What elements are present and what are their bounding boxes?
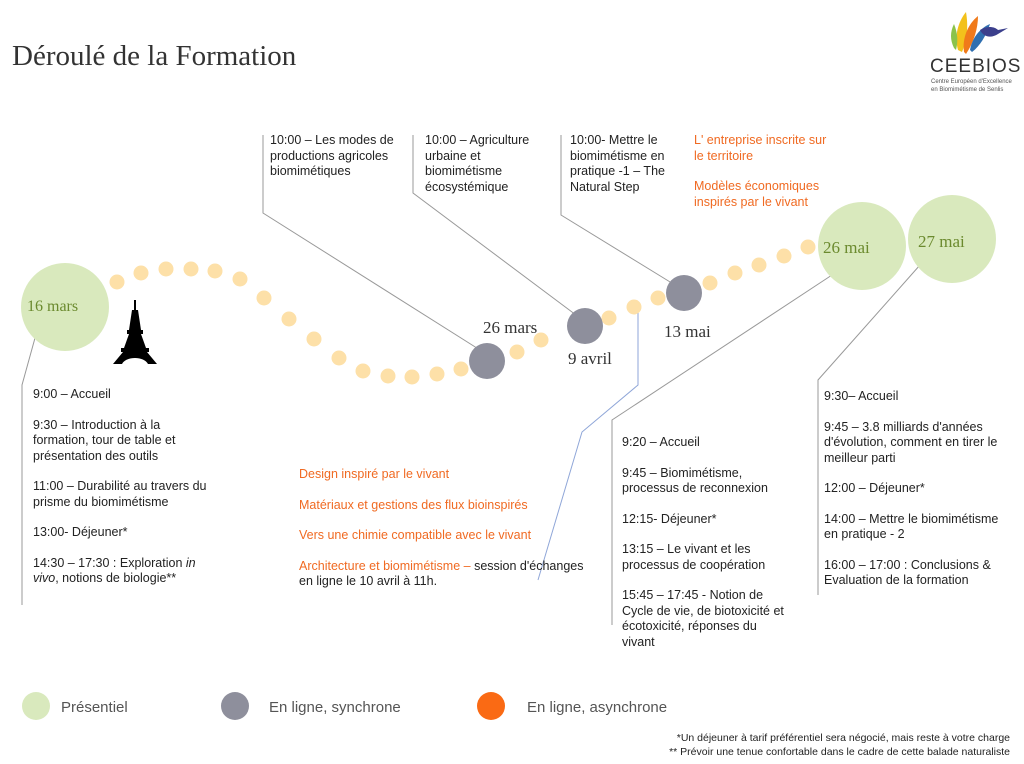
connector-async: [537, 310, 639, 581]
note-26mai-a: L' entreprise inscrite sur le territoire: [694, 133, 827, 163]
date-27mai: 27 mai: [918, 232, 965, 251]
legend-synchrone-swatch: [221, 692, 249, 720]
session-27mai-circle: [908, 195, 996, 283]
schedule-item: 15:45 – 17:45 - Notion de Cycle de vie, …: [622, 588, 784, 649]
eiffel-tower-icon: [113, 300, 157, 364]
date-26mars: 26 mars: [483, 318, 538, 337]
schedule-item: 13:00- Déjeuner*: [33, 525, 128, 539]
schedule-item: 9:00 – Accueil: [33, 387, 111, 401]
ceebios-logo: CEEBIOS Centre Européen d'Excellence en …: [926, 8, 1022, 98]
schedule-item: 14:30 – 17:30 : Exploration in vivo, not…: [33, 555, 196, 586]
note-13mai: 10:00- Mettre le biomimétisme en pratiqu…: [570, 133, 665, 194]
schedule-16mars: 9:00 – Accueil 9:30 – Introduction à la …: [33, 387, 218, 602]
legend-presentiel-label: Présentiel: [61, 699, 128, 716]
session-13mai-circle: [666, 275, 702, 311]
timeline-dots: [109, 239, 816, 385]
connector-26mars: [262, 135, 481, 351]
async-item: Vers une chimie compatible avec le vivan…: [299, 528, 532, 542]
date-26mai: 26 mai: [823, 238, 870, 257]
async-sessions: Design inspiré par le vivant Matériaux e…: [299, 467, 599, 605]
connector-9avril: [412, 135, 577, 316]
date-9avril: 9 avril: [568, 349, 612, 368]
schedule-26mai: 9:20 – Accueil 9:45 – Biomimétisme, proc…: [622, 435, 787, 665]
logo-subtitle-2: en Biomimétisme de Senlis: [931, 87, 1004, 93]
logo-name: CEEBIOS: [930, 56, 1022, 77]
schedule-item: 9:45 – Biomimétisme, processus de reconn…: [622, 465, 768, 496]
connector-13mai: [560, 135, 676, 286]
schedule-item: 9:30– Accueil: [824, 389, 899, 403]
schedule-item: 14:00 – Mettre le biomimétisme en pratiq…: [824, 511, 999, 542]
schedule-item: 13:15 – Le vivant et les processus de co…: [622, 542, 766, 572]
schedule-item: 12:15- Déjeuner*: [622, 511, 717, 526]
legend-asynchrone-swatch: [477, 692, 505, 720]
schedule-item: 9:20 – Accueil: [622, 435, 700, 449]
session-26mars-circle: [469, 343, 505, 379]
session-26mai-circle: [818, 202, 906, 290]
legend-synchrone-label: En ligne, synchrone: [269, 699, 401, 716]
note-9avril: 10:00 – Agriculture urbaine et biomiméti…: [425, 133, 530, 194]
logo-subtitle-1: Centre Européen d'Excellence: [931, 79, 1012, 85]
note-26mai-b: Modèles économiques inspirés par le viva…: [694, 179, 820, 209]
connector-16mars: [21, 337, 36, 605]
legend-asynchrone-label: En ligne, asynchrone: [527, 699, 668, 716]
async-item: Matériaux et gestions des flux bioinspir…: [299, 497, 528, 512]
schedule-item: 11:00 – Durabilité au travers du prisme …: [33, 479, 207, 509]
footnote-2: ** Prévoir une tenue confortable dans le…: [669, 746, 1010, 758]
async-item: Design inspiré par le vivant: [299, 467, 450, 481]
async-item: Architecture et biomimétisme – session d…: [299, 558, 584, 589]
schedule-item: 9:30 – Introduction à la formation, tour…: [33, 417, 176, 463]
schedule-item: 12:00 – Déjeuner*: [824, 481, 925, 495]
session-16mars-circle: [21, 263, 109, 351]
schedule-item: 16:00 – 17:00 : Conclusions & Evaluation…: [824, 557, 991, 588]
note-26mars: 10:00 – Les modes de productions agricol…: [270, 133, 394, 178]
date-13mai: 13 mai: [664, 322, 711, 341]
session-9avril-circle: [567, 308, 603, 344]
schedule-27mai: 9:30– Accueil 9:45 – 3.8 milliards d'ann…: [824, 389, 1014, 604]
date-16mars: 16 mars: [27, 298, 79, 315]
legend-presentiel-swatch: [22, 692, 50, 720]
connector-27mai: [817, 264, 921, 595]
connector-26mai: [611, 274, 833, 625]
footnote-1: *Un déjeuner à tarif préférentiel sera n…: [676, 732, 1010, 744]
schedule-item: 9:45 – 3.8 milliards d'années d'évolutio…: [824, 419, 998, 465]
page-title: Déroulé de la Formation: [12, 40, 297, 72]
hummingbird-icon: [951, 12, 1008, 54]
